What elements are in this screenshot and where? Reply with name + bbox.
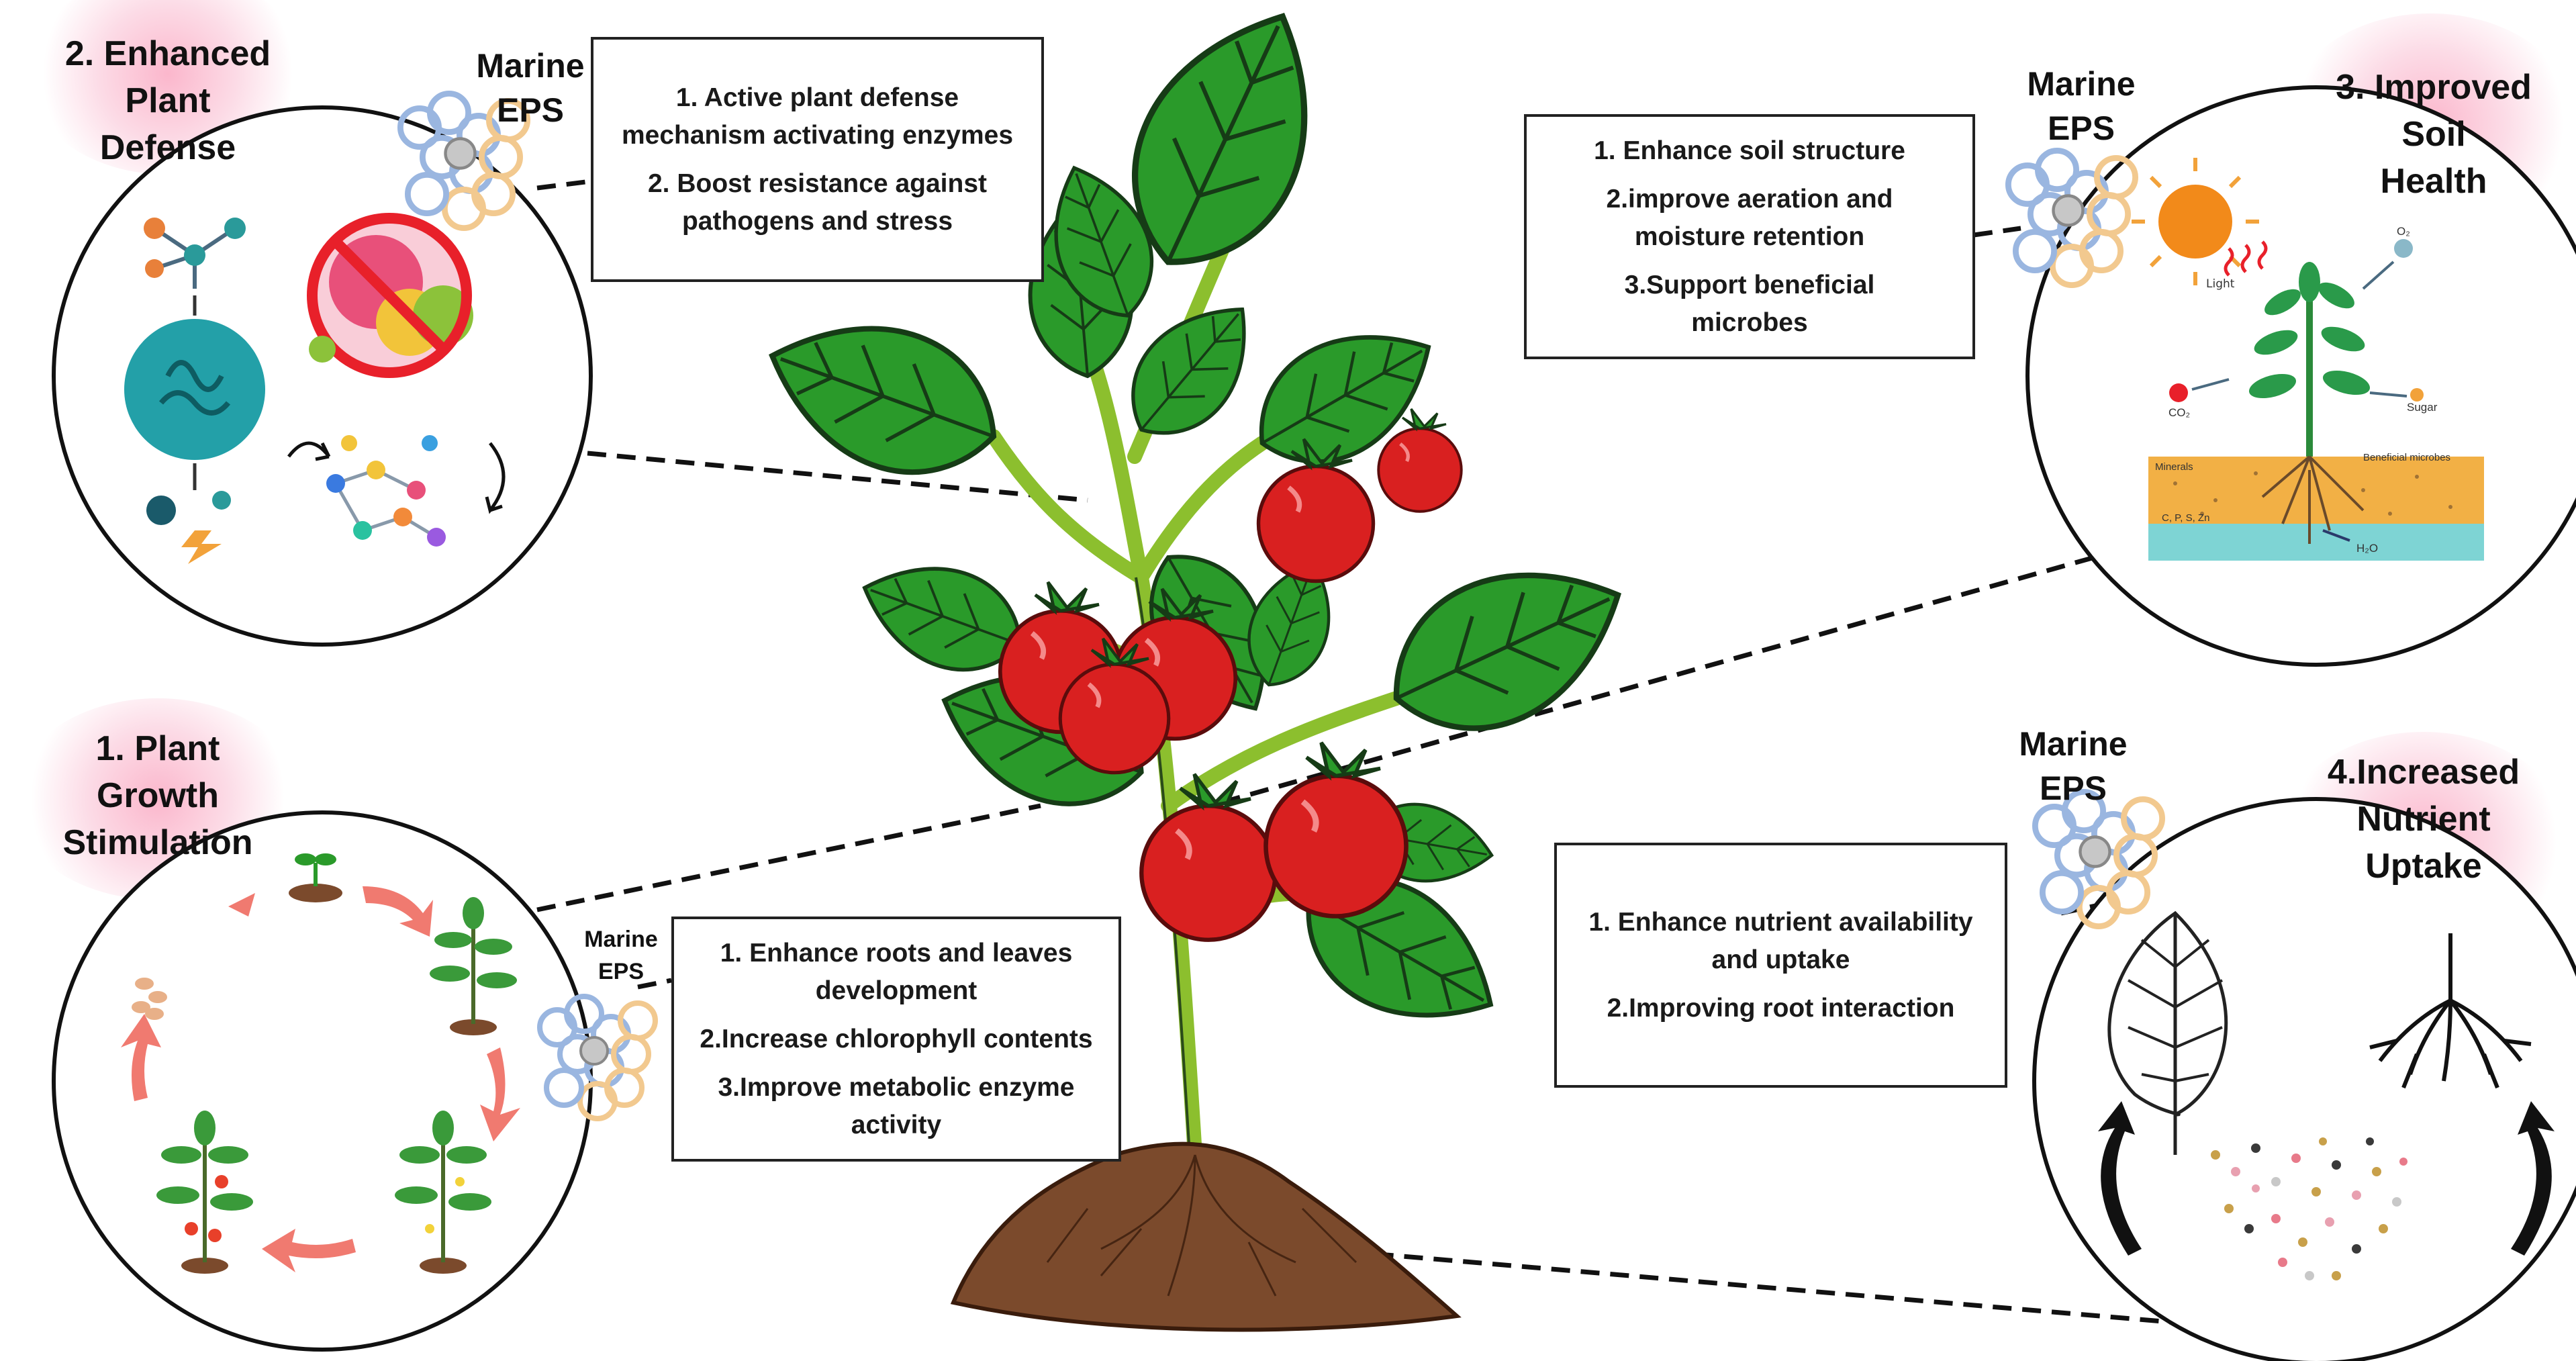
leaf-outline-icon (2107, 910, 2228, 1155)
nutrient-item-1: 1. Enhance nutrient availability and upt… (1588, 907, 1973, 974)
defense-item-1: 1. Active plant defense mechanism activa… (621, 83, 1014, 150)
defense-info-box: 1. Active plant defense mechanism activa… (591, 37, 1044, 282)
eps-label-defense: Marine EPS (476, 47, 585, 129)
nutrient-particles (2211, 1137, 2407, 1280)
title-improved-soil-health: 3. Improved Soil Health (2336, 68, 2532, 201)
growth-item-2: 2.Increase chlorophyll contents (700, 1024, 1093, 1053)
roots-icon (2369, 933, 2532, 1089)
virus-blocked-icon (307, 213, 473, 378)
label-light: Light (2206, 277, 2235, 291)
seedling-icon (289, 853, 342, 902)
soil-info-box: 1. Enhance soil structure 2.improve aera… (1524, 114, 1975, 359)
label-microbes: Beneficial microbes (2363, 452, 2450, 463)
label-co2: CO₂ (2168, 406, 2190, 419)
defense-panel-circle (52, 105, 593, 647)
eps-label-nutrient: Marine EPS (2019, 725, 2128, 807)
eps-label-growth: Marine EPS (584, 927, 658, 984)
eps-label-soil: Marine EPS (2027, 65, 2136, 147)
label-h2o: H₂O (2356, 542, 2378, 555)
title-increased-nutrient-uptake: 4.Increased Nutrient Uptake (2327, 753, 2520, 886)
tomato-plant (749, 0, 1648, 1332)
title-plant-growth-stimulation: 1. Plant Growth Stimulation (62, 729, 253, 862)
growth-item-3: 3.Improve metabolic enzyme activity (718, 1072, 1075, 1139)
mitochondria-icon (124, 319, 265, 460)
label-sugar: Sugar (2407, 401, 2438, 414)
growth-panel-art (121, 853, 520, 1274)
title-enhanced-plant-defense: 2. Enhanced Plant Defense (64, 34, 271, 167)
nutrient-panel-circle (2032, 797, 2576, 1361)
nutrient-panel-art (2098, 910, 2555, 1280)
growth-item-1: 1. Enhance roots and leaves development (720, 938, 1073, 1005)
defense-panel-art (124, 213, 506, 564)
label-o2: O₂ (2397, 225, 2410, 238)
soil-panel-art (2132, 158, 2484, 561)
nutrient-info-box: 1. Enhance nutrient availability and upt… (1554, 843, 2007, 1088)
growth-info-box: 1. Enhance roots and leaves development … (671, 917, 1121, 1162)
label-minerals: Minerals (2155, 461, 2193, 473)
defense-item-2: 2. Boost resistance against pathogens an… (647, 169, 988, 236)
label-elements: C, P, S, Zn (2162, 512, 2209, 524)
sun-icon (2132, 158, 2259, 285)
soil-item-1: 1. Enhance soil structure (1594, 136, 1905, 165)
soil-item-3: 3.Support beneficial microbes (1624, 270, 1875, 337)
nutrient-item-2: 2.Improving root interaction (1607, 993, 1955, 1023)
soil-item-2: 2.improve aeration and moisture retentio… (1606, 184, 1893, 251)
